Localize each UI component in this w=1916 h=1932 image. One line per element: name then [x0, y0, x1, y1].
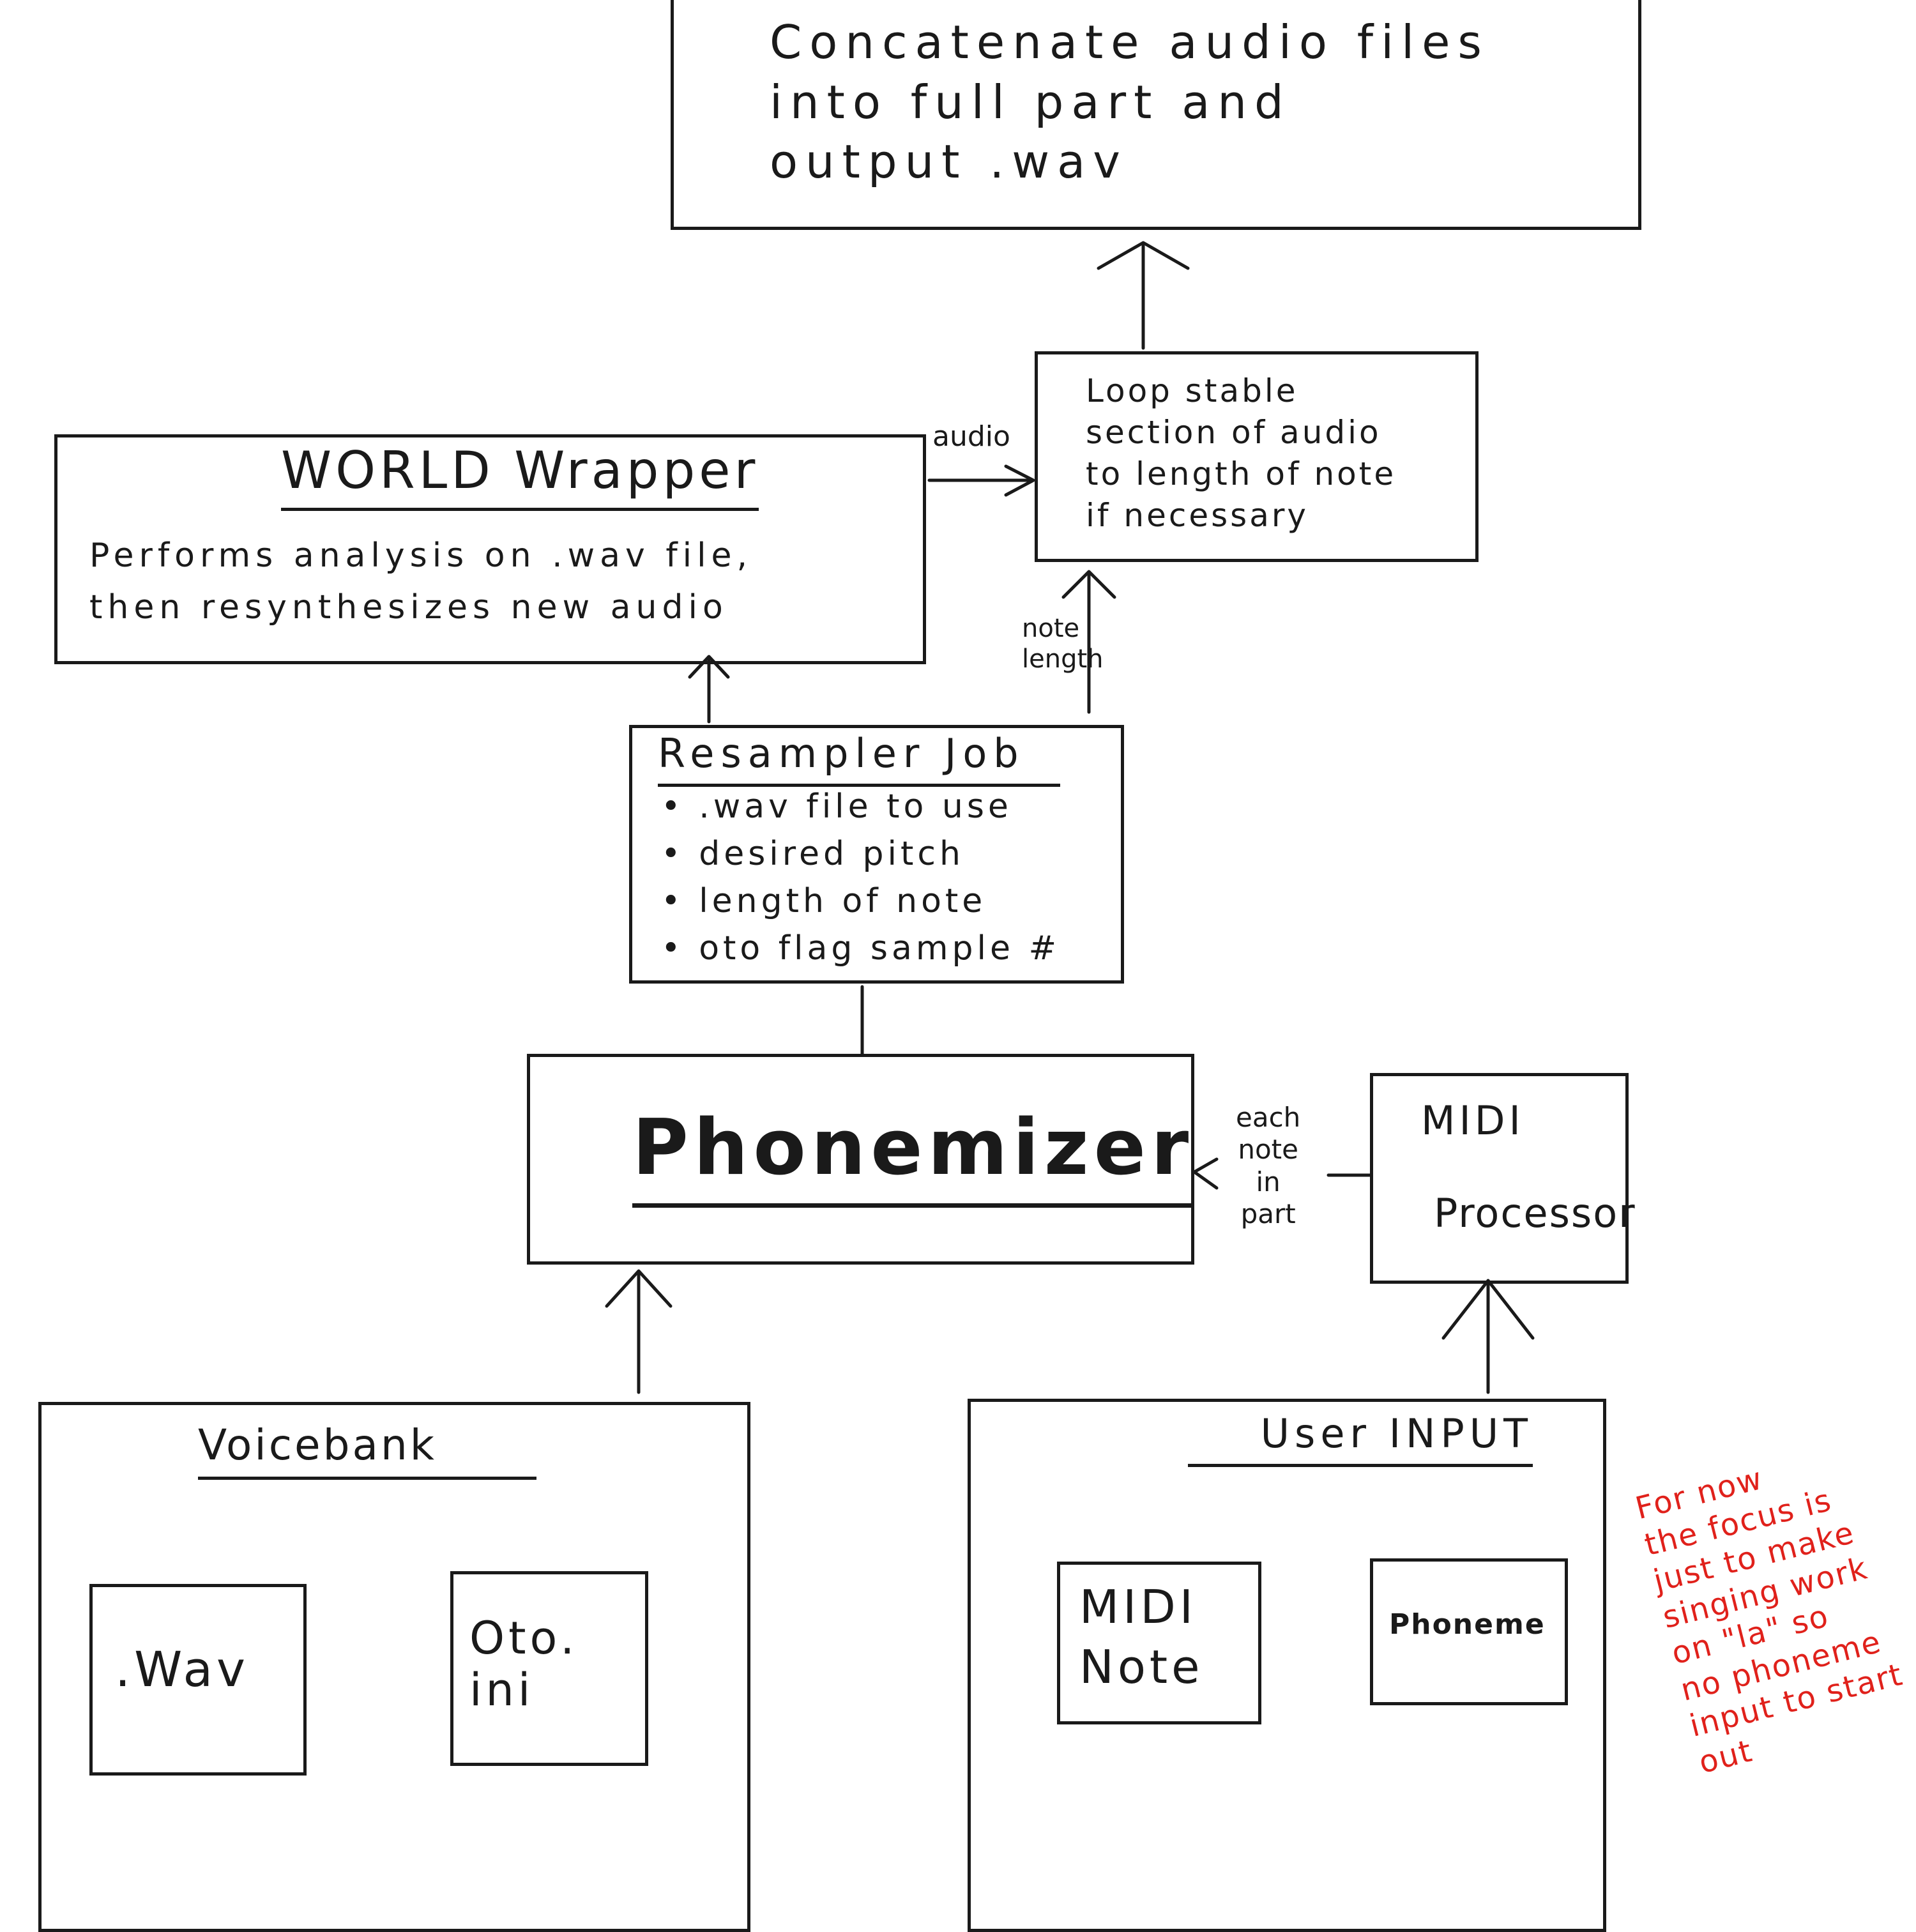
resampler-item-length: • length of note: [661, 882, 987, 920]
voicebank-wav-box: [89, 1584, 307, 1776]
arrowhead-loop-left: [1004, 464, 1035, 497]
user-input-phoneme-label: Phoneme: [1389, 1608, 1546, 1641]
user-input-midi-note-box: [1057, 1562, 1261, 1724]
world-wrapper-title: WORLD Wrapper: [281, 437, 759, 511]
user-input-title: User INPUT: [1188, 1408, 1533, 1467]
world-wrapper-body: Performs analysis on .wav file, then res…: [89, 536, 753, 627]
voicebank-wav-label: .Wav: [115, 1641, 249, 1698]
edge-label-note-length: note length: [1022, 614, 1104, 674]
arrowhead-concatenate: [1097, 241, 1190, 270]
edge-label-each-note: each note in part: [1236, 1102, 1301, 1230]
voicebank-title: Voicebank: [198, 1418, 536, 1480]
resampler-item-oto: • oto flag sample #: [661, 929, 1061, 968]
phonemizer-box: [527, 1054, 1194, 1265]
midi-processor-line2: Processor: [1434, 1190, 1636, 1236]
edge-label-audio: audio: [932, 420, 1010, 453]
midi-processor-line1: MIDI: [1421, 1097, 1524, 1144]
world-wrapper-box: [54, 434, 926, 664]
arrowhead-loop-bottom: [1061, 570, 1116, 599]
concatenate-text: Concatenate audio files into full part a…: [770, 15, 1489, 189]
resampler-item-wav: • .wav file to use: [661, 787, 1012, 826]
concatenate-box: [671, 0, 1641, 230]
resampler-job-box: [629, 725, 1124, 984]
resampler-item-pitch: • desired pitch: [661, 835, 964, 873]
loop-box: [1035, 351, 1479, 562]
resampler-job-title: Resampler Job: [658, 728, 1060, 787]
midi-processor-box: [1370, 1073, 1629, 1284]
user-input-midi-note-label: MIDI Note: [1079, 1580, 1204, 1694]
voicebank-oto-label: Oto. ini: [469, 1612, 579, 1716]
phonemizer-title: Phonemizer: [632, 1099, 1194, 1208]
arrowhead-phonemizer: [1192, 1157, 1219, 1190]
loop-text: Loop stable section of audio to length o…: [1086, 372, 1397, 534]
arrowhead-phonemizer-bottom: [605, 1269, 673, 1308]
arrowhead-world: [688, 655, 730, 679]
user-input-phoneme-box: [1370, 1558, 1568, 1705]
voicebank-oto-box: [450, 1571, 648, 1766]
resampler-job-list: • .wav file to use • desired pitch • len…: [661, 786, 1060, 975]
